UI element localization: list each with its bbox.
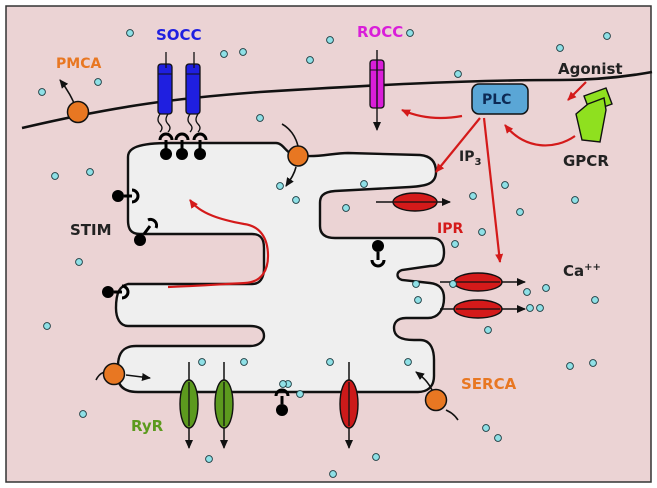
calcium-ion <box>94 78 102 86</box>
gpcr-receptor <box>575 87 613 143</box>
agonist-binding-arrow <box>567 81 587 101</box>
calcium-ion <box>38 88 46 96</box>
calcium-ion <box>306 56 314 64</box>
serca-right-arrow <box>415 371 433 391</box>
calcium-ion <box>523 288 531 296</box>
ryr-channel-2 <box>214 362 234 449</box>
calcium-ion <box>79 410 87 418</box>
ip3-label: IP3 <box>459 149 481 168</box>
plc-to-rocc-arrow <box>401 108 463 120</box>
endoplasmic-reticulum <box>114 141 446 394</box>
calcium-ion <box>360 180 368 188</box>
pmca-label: PMCA <box>56 56 101 72</box>
calcium-ions <box>38 29 611 478</box>
socc-channel <box>157 52 201 133</box>
calcium-ion <box>198 358 206 366</box>
socc-label: SOCC <box>156 26 202 44</box>
stim-label: STIM <box>70 221 112 239</box>
calcium-ion <box>589 359 597 367</box>
serca-top-arrow <box>285 166 297 187</box>
calcium-ion <box>484 326 492 334</box>
agonist-label: Agonist <box>558 60 623 78</box>
calcium-ion <box>454 70 462 78</box>
serca-pump-left <box>102 362 126 386</box>
calcium-ion <box>603 32 611 40</box>
calcium-ion <box>296 390 304 398</box>
calcium-ion <box>449 280 457 288</box>
stim-molecule-2 <box>134 217 159 246</box>
serca-right-tail <box>445 409 459 421</box>
calcium-ion <box>240 358 248 366</box>
stim-molecule-3 <box>102 284 130 300</box>
calcium-ion <box>542 284 550 292</box>
pmca-pump <box>66 100 90 124</box>
calcium-ion <box>220 50 228 58</box>
calcium-ion <box>404 358 412 366</box>
calcium-ion <box>414 296 422 304</box>
serca-label: SERCA <box>461 375 517 393</box>
stim-molecule-4 <box>370 240 386 268</box>
calcium-ion <box>372 453 380 461</box>
calcium-ion <box>326 36 334 44</box>
gpcr-label: GPCR <box>563 152 609 170</box>
calcium-ion <box>43 322 51 330</box>
stim-molecule-1 <box>112 188 140 204</box>
stim-molecule-5 <box>274 388 290 416</box>
calcium-ion <box>591 296 599 304</box>
calcium-ion <box>451 240 459 248</box>
calcium-ion <box>279 380 287 388</box>
calcium-ion <box>329 470 337 478</box>
calcium-ion <box>536 304 544 312</box>
calcium-ion <box>494 434 502 442</box>
calcium-ion <box>571 196 579 204</box>
stim-cluster-junction <box>158 132 208 160</box>
calcium-ion <box>478 228 486 236</box>
calcium-ion <box>556 44 564 52</box>
ip3-to-ipr-lower-arrow <box>482 117 504 263</box>
stim-translocation-arrow <box>167 199 270 289</box>
calcium-ion <box>501 181 509 189</box>
serca-left-arrow <box>125 373 151 381</box>
calcium-ion <box>342 204 350 212</box>
calcium-ion <box>51 172 59 180</box>
calcium-ion <box>526 304 534 312</box>
calcium-ion <box>412 280 420 288</box>
calcium-ion <box>566 362 574 370</box>
calcium-ion <box>406 29 414 37</box>
plc-enzyme <box>471 83 529 115</box>
gpcr-to-plc-arrow <box>504 124 576 147</box>
ryr-channel-red <box>339 362 359 449</box>
plc-label: PLC <box>482 92 511 108</box>
ryr-label: RyR <box>131 417 164 435</box>
calcium-ion <box>126 29 134 37</box>
calcium-ion <box>292 196 300 204</box>
serca-pump-right <box>424 388 448 412</box>
serca-pump-top <box>287 145 309 167</box>
plasma-membrane <box>21 70 653 130</box>
calcium-ion <box>86 168 94 176</box>
calcium-ion <box>205 455 213 463</box>
ipr-label: IPR <box>437 221 463 237</box>
calcium-ion <box>482 424 490 432</box>
calcium-ion <box>469 192 477 200</box>
rocc-channel <box>369 50 385 131</box>
calcium-ion <box>75 258 83 266</box>
ryr-channel-1 <box>179 362 199 449</box>
calcium-ion <box>239 48 247 56</box>
calcium-ion <box>516 208 524 216</box>
ipr-channel-top <box>376 192 451 212</box>
ip3-to-ipr-arrow <box>435 117 481 173</box>
calcium-label: Ca++ <box>563 262 601 280</box>
calcium-ion <box>326 358 334 366</box>
calcium-ion <box>276 182 284 190</box>
ipr-channel-lower-2 <box>440 299 526 319</box>
rocc-label: ROCC <box>357 23 403 41</box>
calcium-ion <box>256 114 264 122</box>
